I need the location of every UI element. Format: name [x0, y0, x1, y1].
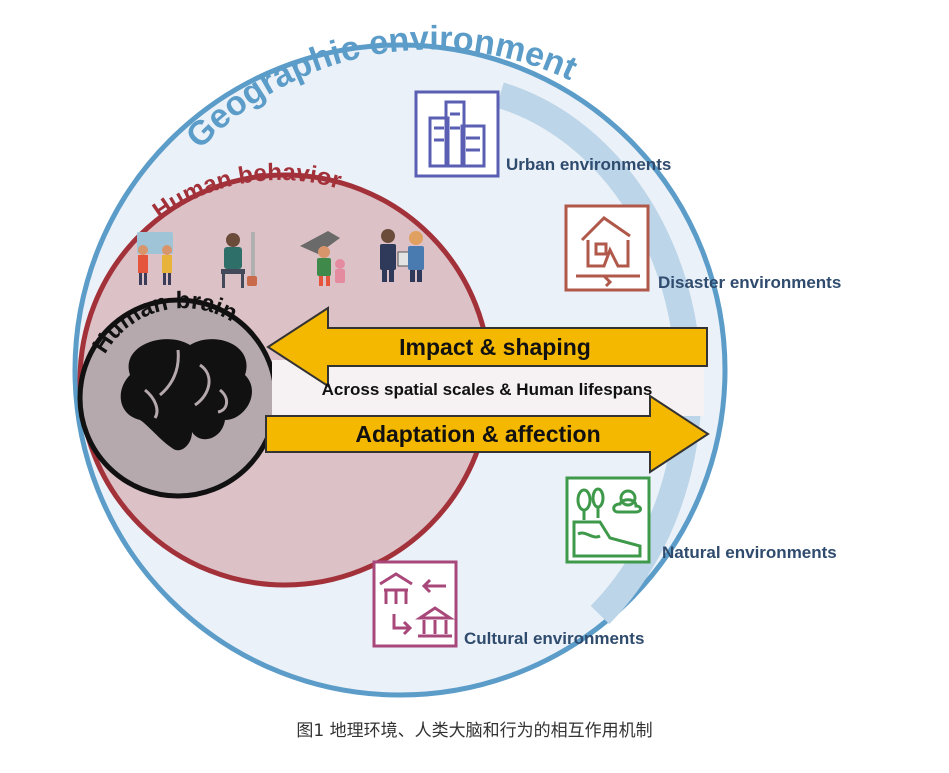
landscape-weather-icon: [572, 487, 642, 558]
adaptation-affection-label: Adaptation & affection: [355, 421, 600, 447]
disaster-environment-group: Disaster environments: [564, 204, 841, 292]
cultural-environment-frame: [372, 560, 458, 648]
impact-shaping-arrow: [266, 306, 708, 388]
natural-environment-frame: [565, 476, 651, 564]
urban-environment-label: Urban environments: [506, 155, 671, 174]
spatial-scales-label: Across spatial scales & Human lifespans: [322, 380, 653, 399]
running-people-icon: [300, 231, 345, 286]
sitting-person-icon: [221, 232, 257, 288]
figure-caption: 图1 地理环境、人类大脑和行为的相互作用机制: [296, 721, 653, 741]
collapsing-house-icon: [576, 216, 640, 288]
urban-environment-group: Urban environments: [414, 90, 671, 178]
cultural-environment-label: Cultural environments: [464, 629, 644, 648]
hiking-people-icon: [137, 232, 173, 285]
natural-environment-label: Natural environments: [662, 543, 837, 562]
city-buildings-icon: [428, 100, 486, 168]
meeting-people-icon: [380, 229, 424, 282]
cultural-environment-group: Cultural environments: [372, 560, 644, 648]
urban-environment-frame: [414, 90, 500, 178]
behavior-people-icons: [137, 229, 424, 288]
temple-museum-icon: [379, 572, 455, 638]
disaster-environment-label: Disaster environments: [658, 273, 841, 292]
interaction-diagram: Geographic environment Human behavior: [72, 19, 841, 698]
arrow-band-background: [272, 360, 704, 416]
environment-band: [496, 82, 702, 625]
natural-environment-group: Natural environments: [565, 476, 837, 564]
adaptation-affection-arrow: [265, 394, 710, 474]
brain-icon: [120, 339, 252, 451]
impact-shaping-label: Impact & shaping: [399, 334, 591, 360]
